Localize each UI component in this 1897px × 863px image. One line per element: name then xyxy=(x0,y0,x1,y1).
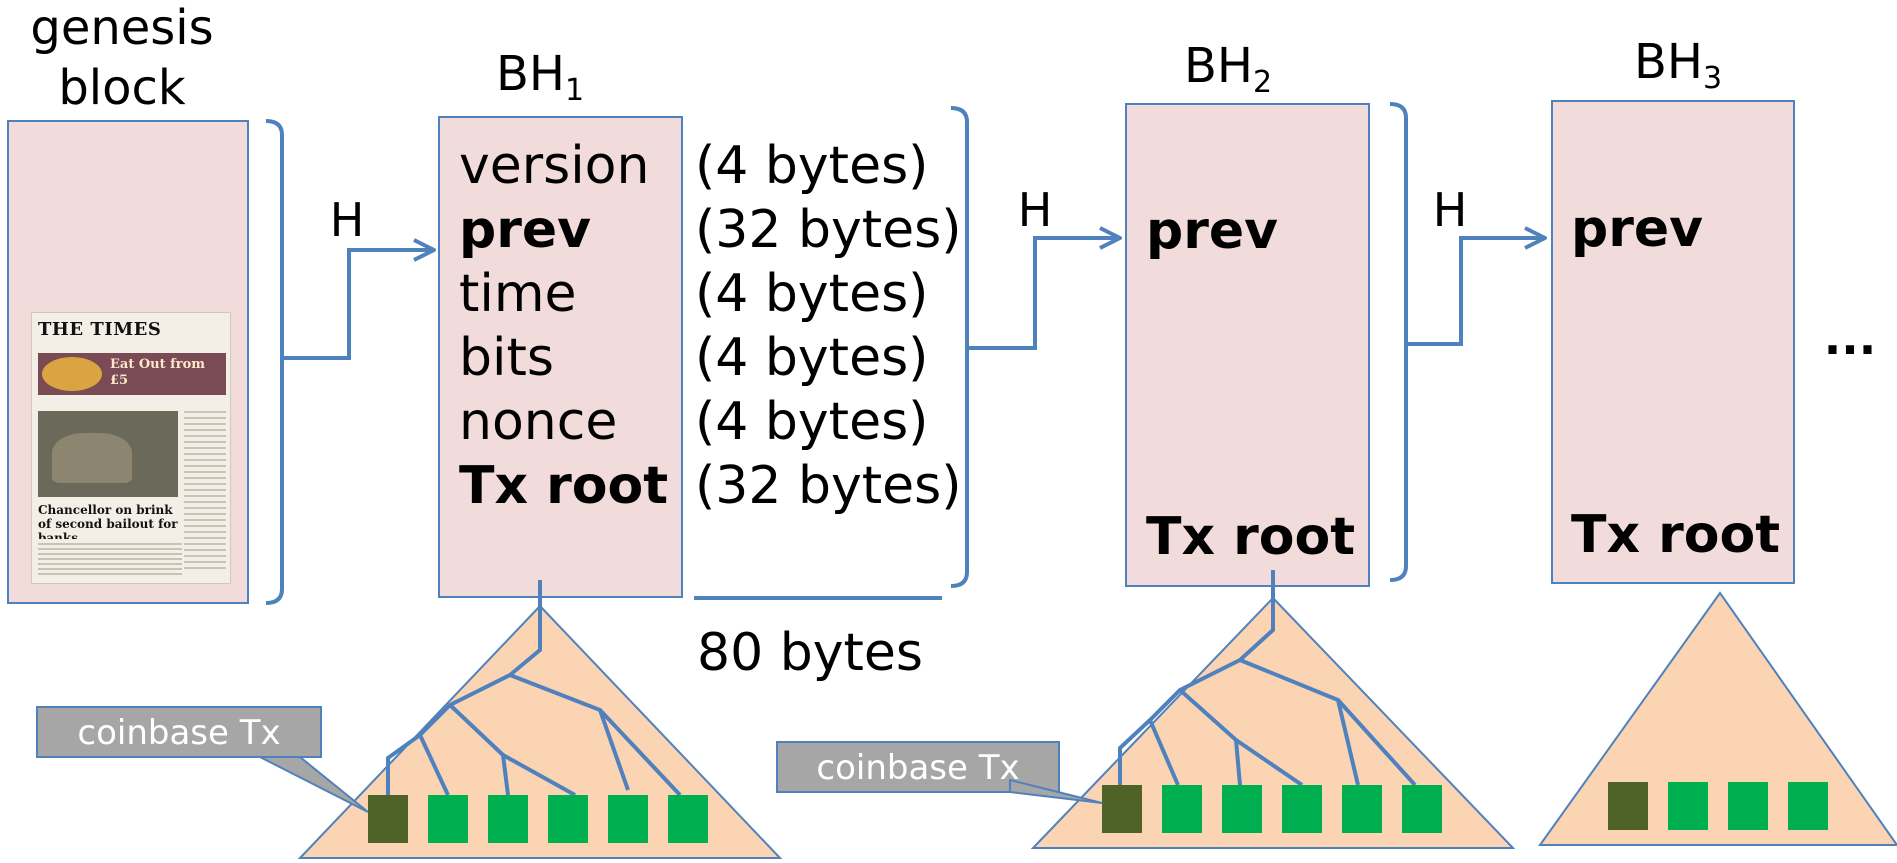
newspaper-masthead: THE TIMES xyxy=(38,319,162,340)
arrowhead-3 xyxy=(1524,226,1547,250)
merkle-tree-2-leaves xyxy=(1102,785,1442,833)
bh3-block xyxy=(1551,100,1795,584)
bh3-tx-root: Tx root xyxy=(1571,505,1780,565)
callout-2-pointer xyxy=(1009,778,1103,804)
bh2-bracket xyxy=(1389,102,1408,582)
total-size-label: 80 bytes xyxy=(697,623,923,683)
tx-leaf xyxy=(1728,782,1768,830)
tx-leaf xyxy=(1402,785,1442,833)
tx-leaf xyxy=(1222,785,1262,833)
bh1-field-name: time xyxy=(459,264,576,324)
newspaper-promo-text: Eat Out from £5 xyxy=(110,357,206,388)
coinbase-leaf-3 xyxy=(1608,782,1648,830)
arrowhead-1 xyxy=(413,238,436,262)
merkle-tree-3-leaves xyxy=(1608,782,1828,830)
bh1-field-size: (4 bytes) xyxy=(695,264,928,324)
bh1-field-name: version xyxy=(459,136,649,196)
callout-1-pointer xyxy=(259,756,369,813)
bh1-field-size: (4 bytes) xyxy=(695,136,928,196)
bh1-field-size: (4 bytes) xyxy=(695,328,928,388)
bh2-tx-root: Tx root xyxy=(1146,507,1355,567)
bh1-field-name: Tx root xyxy=(459,456,668,516)
bh1-block xyxy=(438,116,683,598)
tx-leaf xyxy=(548,795,588,843)
tx-leaf xyxy=(1282,785,1322,833)
merkle-tree-1-branches xyxy=(386,580,682,797)
coinbase-callout-1-text: coinbase Tx xyxy=(77,713,280,753)
bh1-field-name: nonce xyxy=(459,392,617,452)
tx-leaf xyxy=(1342,785,1382,833)
bh2-title: BH2 xyxy=(1184,38,1272,100)
bh2-block xyxy=(1125,103,1370,587)
tx-leaf xyxy=(668,795,708,843)
coinbase-leaf-1 xyxy=(368,795,408,843)
newspaper-sidebar xyxy=(184,411,226,571)
tx-leaf xyxy=(428,795,468,843)
newspaper-promo-photo xyxy=(42,357,102,391)
arrowhead-2 xyxy=(1099,226,1122,250)
tx-leaf xyxy=(608,795,648,843)
merkle-tree-2-branches xyxy=(1118,570,1417,787)
merkle-tree-3 xyxy=(1538,591,1897,846)
newspaper-headline: Chancellor on brink of second bailout fo… xyxy=(38,503,178,539)
genesis-bracket xyxy=(265,119,284,605)
bh3-prev: prev xyxy=(1571,199,1703,259)
merkle-tree-1 xyxy=(297,604,783,859)
hash-label-1: H xyxy=(330,193,365,247)
hash-arrow-1 xyxy=(282,248,432,360)
hash-arrow-2 xyxy=(967,236,1118,350)
tx-leaf xyxy=(1162,785,1202,833)
genesis-label-line1: genesis xyxy=(30,0,213,56)
hash-arrow-3 xyxy=(1406,236,1543,346)
merkle-tree-1-leaves xyxy=(368,795,708,843)
bh1-field-name: prev xyxy=(459,200,591,260)
bh3-title: BH3 xyxy=(1634,34,1722,96)
bh1-field-size: (32 bytes) xyxy=(695,456,962,516)
continuation-ellipsis: ... xyxy=(1824,311,1876,365)
bh1-field-name: bits xyxy=(459,328,554,388)
newspaper-columns xyxy=(38,543,182,577)
newspaper-image: THE TIMES Eat Out from £5 Chancellor on … xyxy=(31,312,231,584)
bh1-field-size: (4 bytes) xyxy=(695,392,928,452)
bh1-field-size: (32 bytes) xyxy=(695,200,962,260)
coinbase-callout-1 xyxy=(36,706,322,758)
newspaper-photo-detail xyxy=(52,433,132,483)
bh2-prev: prev xyxy=(1146,201,1278,261)
tx-leaf xyxy=(488,795,528,843)
genesis-label-line2: block xyxy=(58,60,186,116)
coinbase-leaf-2 xyxy=(1102,785,1142,833)
tx-leaf xyxy=(1668,782,1708,830)
tx-leaf xyxy=(1788,782,1828,830)
hash-label-3: H xyxy=(1433,183,1468,237)
hash-label-2: H xyxy=(1018,183,1053,237)
bh1-title: BH1 xyxy=(496,46,584,108)
bh1-fields: version (4 bytes) prev (32 bytes) time (4 byt… xyxy=(459,136,962,516)
coinbase-callout-2-text: coinbase Tx xyxy=(816,748,1019,788)
